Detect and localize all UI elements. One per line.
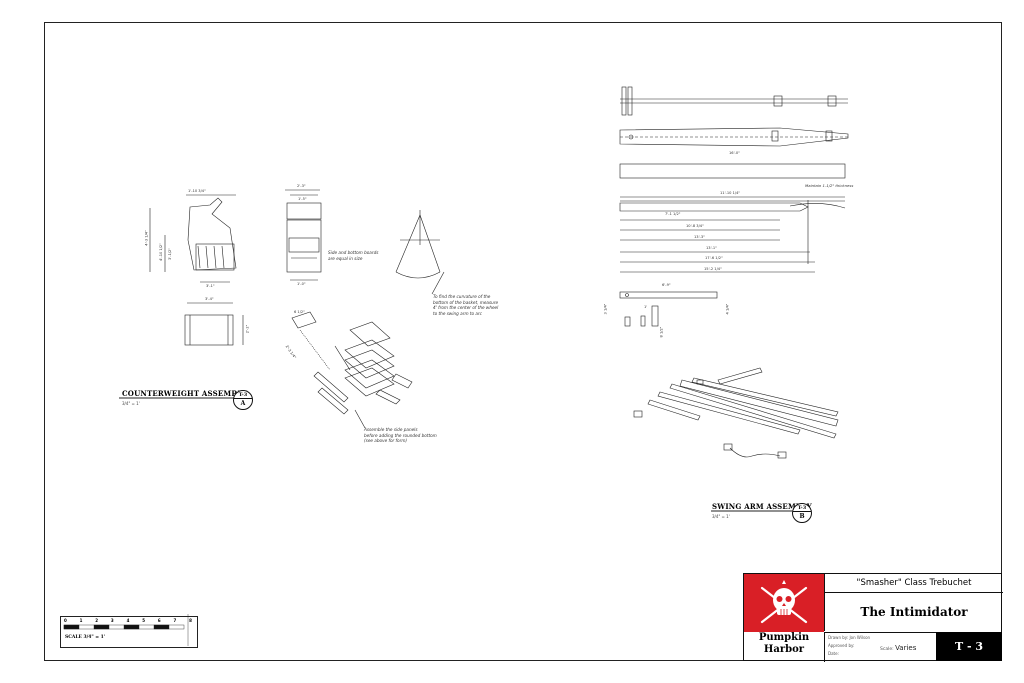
scale-bar-ticks: 0 1 2 3 4 5 6 7 8 xyxy=(64,618,192,623)
dim-label: 1'-10 3/4" xyxy=(188,189,206,193)
note-side-boards: Side and bottom boards are equal in size xyxy=(328,250,379,261)
scale-tick: 8 xyxy=(189,618,192,623)
swing-arm-detail-bubble: T-3 B xyxy=(792,503,812,523)
dim-label: 2'-3" xyxy=(297,184,306,188)
counterweight-side-view xyxy=(149,194,237,283)
title-block-scale: Scale: Varies xyxy=(880,644,916,652)
bubble-bottom-text: A xyxy=(240,400,246,407)
swing-arm-assembly-label: SWING ARM ASSEMBLY xyxy=(712,502,812,511)
org-line-2: Harbor xyxy=(763,644,805,655)
dim-label: 13'-1" xyxy=(706,246,717,250)
dim-label: 10'-8 3/4" xyxy=(686,224,704,228)
dim-label: 4'-3 1/4" xyxy=(144,230,149,246)
swing-arm-top-view xyxy=(620,86,848,116)
dim-label: 6'-9" xyxy=(662,283,671,287)
scale-tick: 0 xyxy=(64,618,67,623)
note-assemble-panels: Assemble the side panels before adding t… xyxy=(364,427,437,443)
scale-bar-graphic xyxy=(63,614,189,646)
swing-arm-dimension-bars xyxy=(619,163,846,273)
scale-tick: 7 xyxy=(173,618,177,623)
dim-label: 1'-5" xyxy=(298,197,307,201)
swing-arm-exploded-view xyxy=(633,367,839,459)
scale-tick: 6 xyxy=(157,618,161,623)
sheet-number: T - 3 xyxy=(936,632,1002,661)
swing-arm-elevation xyxy=(619,127,849,147)
counterweight-scale-text: 3/4" = 1' xyxy=(122,401,140,406)
dim-label: 1'-0" xyxy=(297,282,306,286)
basket-arc-diagram xyxy=(395,210,445,295)
dim-label: 17'-6 1/2" xyxy=(705,256,723,260)
dim-label: 1' xyxy=(644,305,648,309)
scale-tick: 2 xyxy=(95,618,99,623)
dim-label: 15'-2 1/4" xyxy=(704,267,722,271)
scale-bar-caption: SCALE 3/4" = 1' xyxy=(65,635,106,640)
counterweight-assembly-label: COUNTERWEIGHT ASSEMBLY xyxy=(122,389,248,398)
dim-label: 3'-4" xyxy=(205,297,214,301)
drawing-sheet-border xyxy=(44,22,1002,661)
bubble-top-text: T-3 xyxy=(793,505,811,512)
meta-date: Date: xyxy=(828,651,839,656)
note-thickness: Maintain 1-1/2" thickness xyxy=(805,183,854,188)
dim-label: 16'-0" xyxy=(729,151,740,155)
dim-label: 8 1/2" xyxy=(659,326,664,338)
project-subtitle: "Smasher" Class Trebuchet xyxy=(824,574,1003,593)
meta-approved-by: Approved by: xyxy=(828,643,855,648)
scale-label: Scale: xyxy=(880,647,894,652)
counterweight-top-view xyxy=(184,302,244,346)
swing-arm-small-parts xyxy=(619,291,718,327)
counterweight-exploded-view xyxy=(291,311,413,429)
counterweight-front-view xyxy=(285,189,322,281)
title-block: Pumpkin Harbor "Smasher" Class Trebuchet… xyxy=(743,573,1003,662)
scale-tick: 4 xyxy=(126,618,130,623)
organization-name: Pumpkin Harbor xyxy=(744,632,825,661)
org-line-1: Pumpkin xyxy=(758,632,810,643)
dim-label: 4'-10 1/2" xyxy=(158,243,163,261)
scale-value: Varies xyxy=(895,644,917,652)
graphic-scale-bar: 0 1 2 3 4 5 6 7 8 SCALE 3/4" = 1' xyxy=(60,616,198,648)
scale-tick: 3 xyxy=(110,618,114,623)
dim-label: 4 1/4" xyxy=(725,303,730,315)
dim-label: 13'-3" xyxy=(694,235,705,239)
project-name: The Intimidator xyxy=(824,593,1003,631)
dim-label: 3'-1/2" xyxy=(168,247,173,261)
skull-crossed-swords-icon xyxy=(744,574,824,632)
bubble-bottom-text: B xyxy=(799,513,805,520)
bubble-top-text: T-3 xyxy=(234,392,252,399)
title-block-meta: Drawn by: Jon Wilson Approved by: Date: xyxy=(824,632,937,662)
scale-tick: 1 xyxy=(79,618,83,623)
note-basket-curvature: To find the curvature of the bottom of t… xyxy=(433,294,499,316)
dim-label: 6 1/2" xyxy=(294,310,305,314)
dim-label: 11'-10 1/4" xyxy=(720,191,741,195)
dim-label: 2'-2" xyxy=(245,324,250,334)
counterweight-detail-bubble: T-3 A xyxy=(233,390,253,410)
dim-label: 3 1/4" xyxy=(603,303,608,315)
meta-drawn-by: Drawn by: Jon Wilson xyxy=(828,635,871,640)
dim-label: 7'-1 1/2" xyxy=(665,212,681,216)
scale-tick: 5 xyxy=(142,618,145,623)
dim-label: 3'-1" xyxy=(206,284,215,288)
swing-arm-scale-text: 3/4" = 1' xyxy=(712,514,730,519)
